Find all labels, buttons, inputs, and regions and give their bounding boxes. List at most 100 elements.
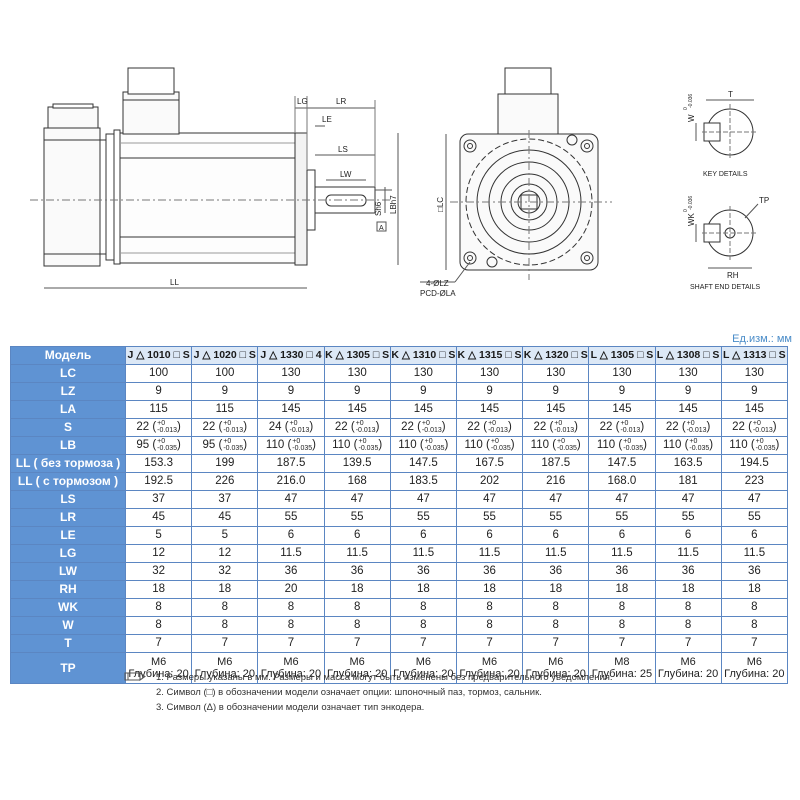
table-cell: 55 bbox=[654, 508, 722, 527]
row-header: T bbox=[10, 634, 126, 653]
table-cell: 8 bbox=[654, 616, 722, 635]
table-cell: 47 bbox=[389, 490, 457, 509]
table-cell: 130 bbox=[257, 364, 325, 383]
row-header: LL ( с тормозом ) bbox=[10, 472, 126, 491]
row-header: LB bbox=[10, 436, 126, 455]
table-cell: 110 (+0-0.035) bbox=[720, 436, 789, 455]
table-cell: 37 bbox=[124, 490, 193, 509]
table-cell: 8 bbox=[323, 598, 391, 617]
table-cell: 153.3 bbox=[124, 454, 193, 473]
model-column-header: K △ 1315 □ S bbox=[455, 346, 524, 365]
row-header: LS bbox=[10, 490, 126, 509]
table-cell: 7 bbox=[257, 634, 325, 653]
table-cell: 11.5 bbox=[323, 544, 391, 563]
table-cell: 18 bbox=[191, 580, 259, 599]
table-cell: 55 bbox=[323, 508, 391, 527]
table-cell: 167.5 bbox=[455, 454, 524, 473]
table-cell: 47 bbox=[654, 490, 722, 509]
table-cell: 8 bbox=[124, 598, 193, 617]
table-cell: 6 bbox=[389, 526, 457, 545]
table-cell: 8 bbox=[455, 598, 524, 617]
row-header: LC bbox=[10, 364, 126, 383]
table-cell: 181 bbox=[654, 472, 722, 491]
table-cell: 7 bbox=[720, 634, 789, 653]
key-w-tol: -0.036 bbox=[688, 94, 694, 108]
table-cell: 5 bbox=[124, 526, 193, 545]
table-cell: 36 bbox=[257, 562, 325, 581]
table-cell: 22 (+0-0.013) bbox=[389, 418, 457, 437]
table-cell: 145 bbox=[720, 400, 789, 419]
table-cell: 130 bbox=[588, 364, 656, 383]
table-cell: 6 bbox=[323, 526, 391, 545]
table-cell: 187.5 bbox=[257, 454, 325, 473]
table-header-row: Модель J △ 1010 □ S J △ 1020 □ S J △ 133… bbox=[10, 346, 789, 365]
table-cell: 11.5 bbox=[522, 544, 590, 563]
table-cell: 130 bbox=[323, 364, 391, 383]
table-cell: 11.5 bbox=[455, 544, 524, 563]
row-header: RH bbox=[10, 580, 126, 599]
table-cell: 47 bbox=[455, 490, 524, 509]
row-header: LL ( без тормоза ) bbox=[10, 454, 126, 473]
table-cell: 145 bbox=[323, 400, 391, 419]
table-cell: 110 (+0-0.035) bbox=[654, 436, 722, 455]
table-cell: 110 (+0-0.035) bbox=[588, 436, 656, 455]
table-cell: 9 bbox=[389, 382, 457, 401]
row-header: LR bbox=[10, 508, 126, 527]
table-cell: 95 (+0-0.035) bbox=[124, 436, 193, 455]
table-cell: 7 bbox=[191, 634, 259, 653]
table-cell: 8 bbox=[455, 616, 524, 635]
table-cell: 32 bbox=[124, 562, 193, 581]
table-cell: 9 bbox=[654, 382, 722, 401]
table-cell: 47 bbox=[257, 490, 325, 509]
footnotes: 1. Размеры указаны в мм. Размеры и масса… bbox=[126, 670, 613, 715]
model-column-header: K △ 1305 □ S bbox=[323, 346, 391, 365]
table-cell: 145 bbox=[588, 400, 656, 419]
table-cell: 9 bbox=[588, 382, 656, 401]
table-cell: 22 (+0-0.013) bbox=[191, 418, 259, 437]
table-cell: 47 bbox=[522, 490, 590, 509]
table-cell: 183.5 bbox=[389, 472, 457, 491]
key-w-label: W bbox=[687, 114, 696, 122]
shaft-wk-tol0: 0 bbox=[683, 209, 689, 212]
table-cell: 147.5 bbox=[588, 454, 656, 473]
technical-drawing: LG LR LE LS LW Sh6 LBh7 A LL □LC 4-ØLZ P… bbox=[30, 67, 769, 298]
table-cell: 8 bbox=[389, 616, 457, 635]
table-cell: 100 bbox=[124, 364, 193, 383]
table-cell: 130 bbox=[654, 364, 722, 383]
table-cell: 8 bbox=[389, 598, 457, 617]
table-cell: 47 bbox=[588, 490, 656, 509]
footnote-1: 1. Размеры указаны в мм. Размеры и масса… bbox=[156, 672, 613, 683]
table-cell: 12 bbox=[124, 544, 193, 563]
table-cell: 216.0 bbox=[257, 472, 325, 491]
table-cell: 7 bbox=[389, 634, 457, 653]
table-cell: 110 (+0-0.035) bbox=[455, 436, 524, 455]
model-column-header: J △ 1330 □ 4 bbox=[257, 346, 325, 365]
table-cell: 8 bbox=[720, 598, 789, 617]
table-cell: 187.5 bbox=[522, 454, 590, 473]
table-cell: 163.5 bbox=[654, 454, 722, 473]
table-cell: 55 bbox=[455, 508, 524, 527]
dim-label-lc: □LC bbox=[436, 197, 445, 212]
table-cell: 226 bbox=[191, 472, 259, 491]
table-cell: 36 bbox=[522, 562, 590, 581]
dimensions-table: Модель J △ 1010 □ S J △ 1020 □ S J △ 133… bbox=[10, 346, 789, 684]
row-header: WK bbox=[10, 598, 126, 617]
table-cell: 7 bbox=[522, 634, 590, 653]
table-cell: 32 bbox=[191, 562, 259, 581]
table-cell: 9 bbox=[522, 382, 590, 401]
